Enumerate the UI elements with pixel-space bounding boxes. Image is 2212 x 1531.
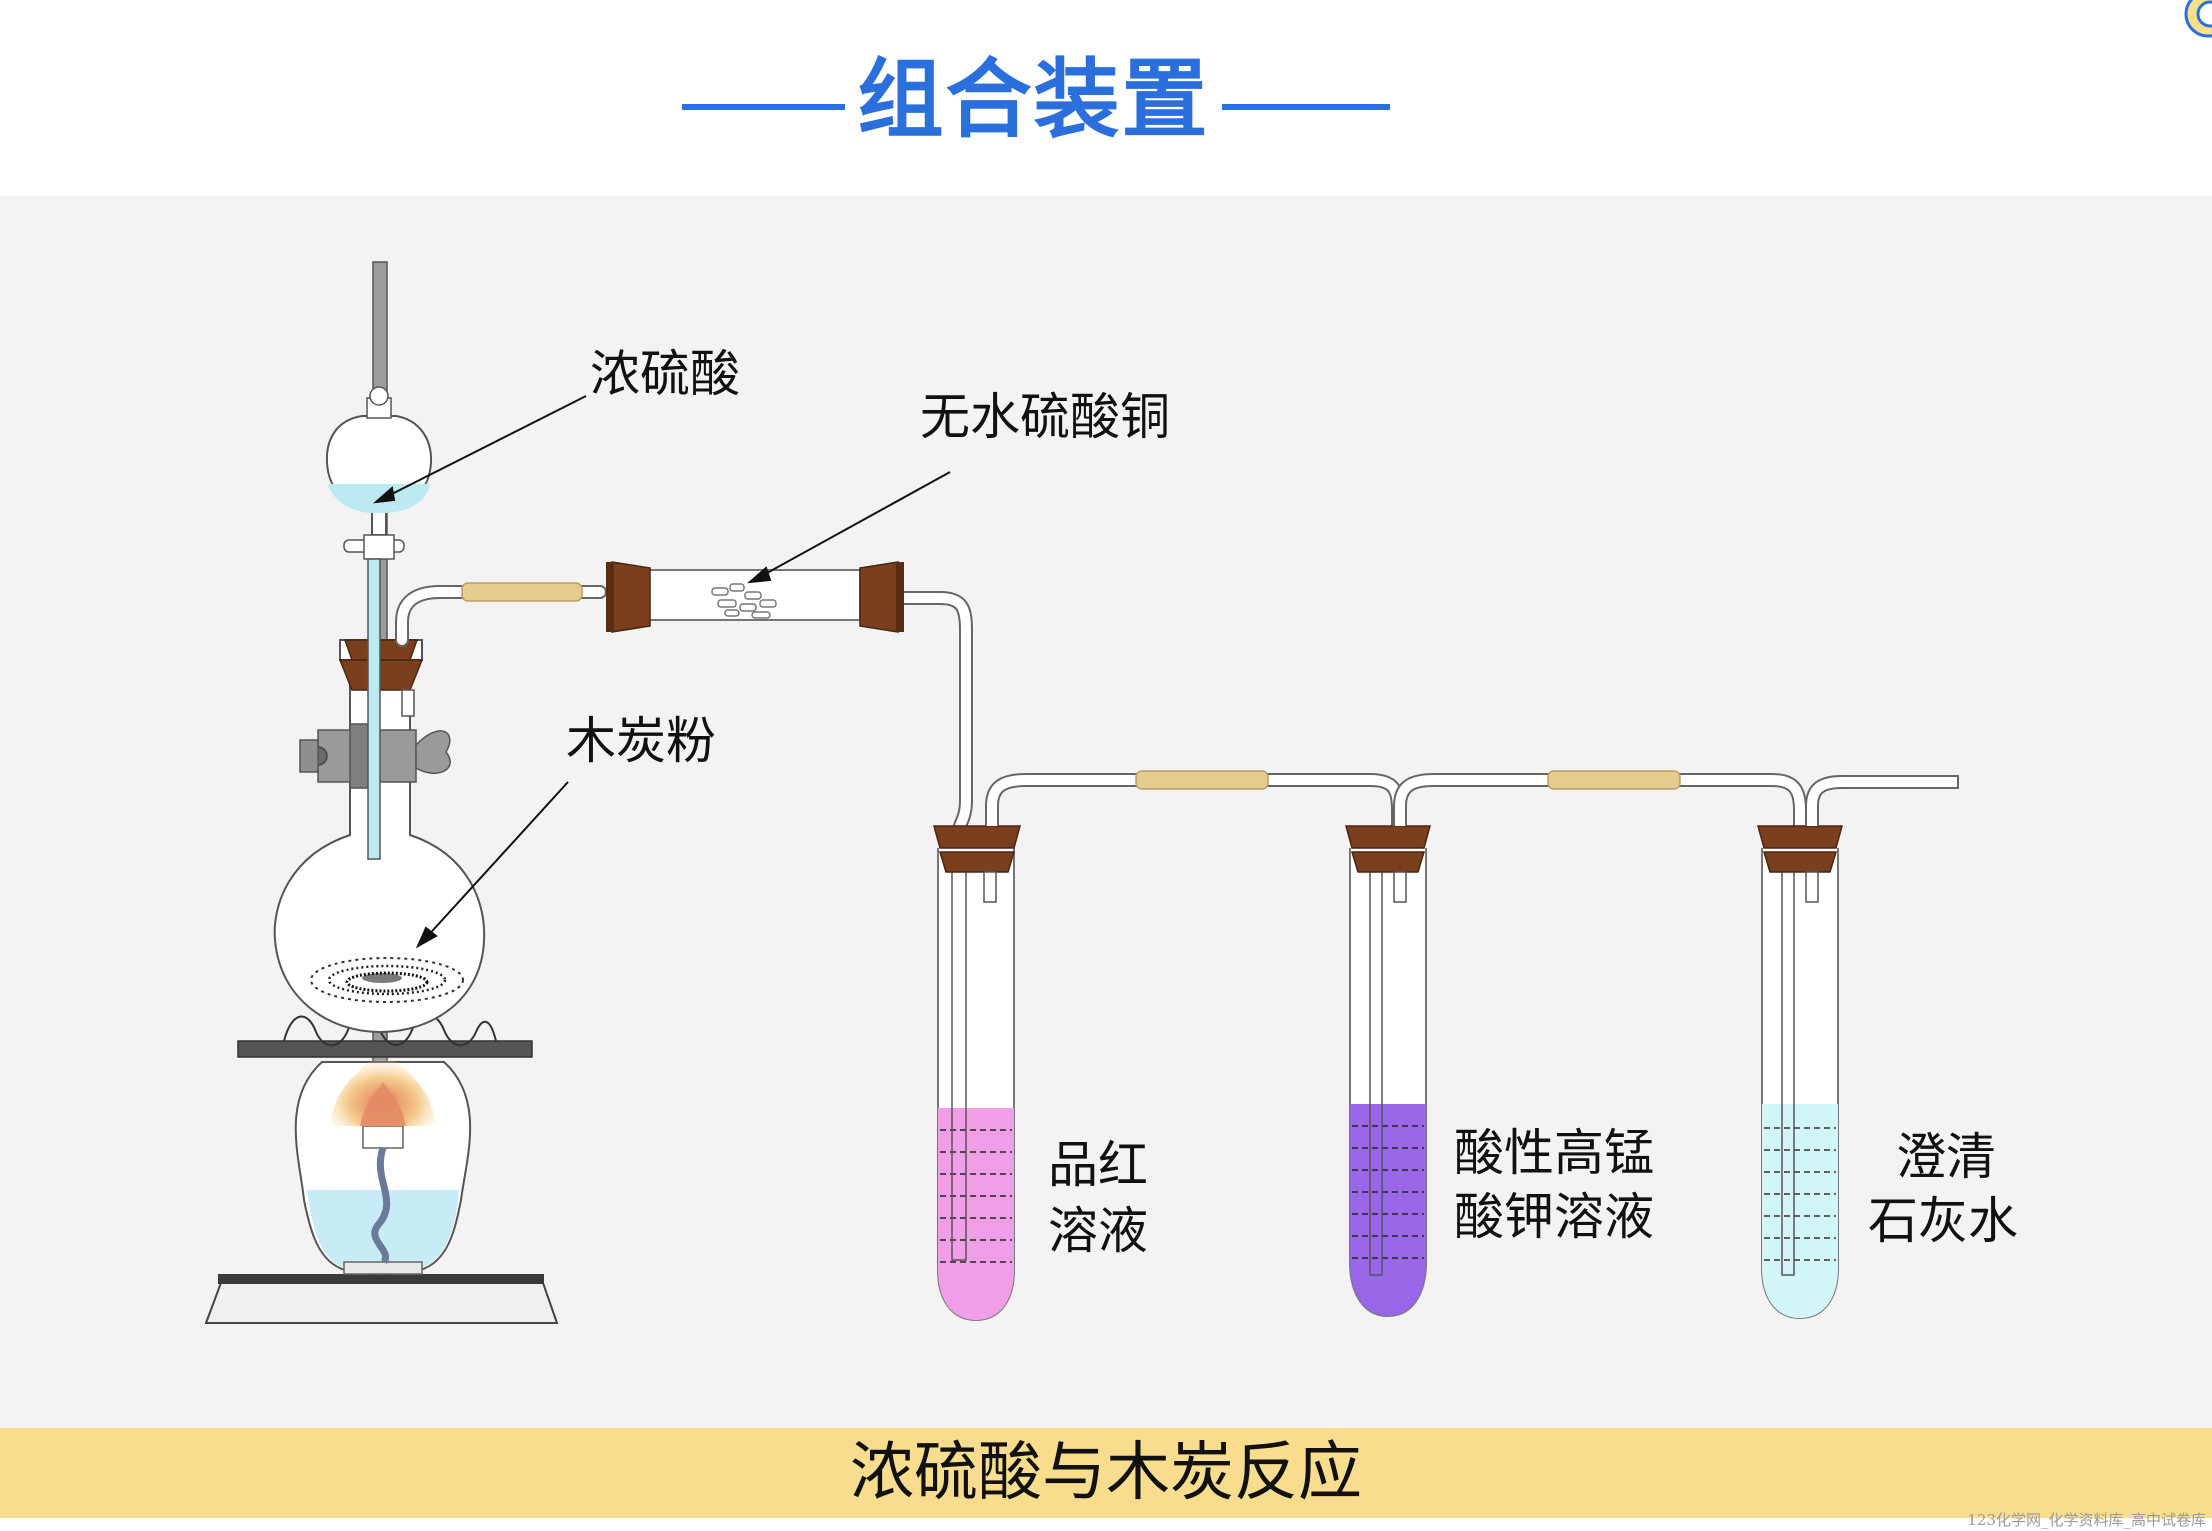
corner-badge-icon	[2172, 0, 2212, 48]
test-tube-magenta	[933, 825, 1021, 1322]
label-bottle2-line2: 酸钾溶液	[1454, 1188, 1654, 1246]
label-conc-sulfuric-acid: 浓硫酸	[590, 345, 740, 403]
label-anhydrous-cuso4: 无水硫酸铜	[920, 388, 1170, 446]
connecting-tube-1	[985, 770, 1405, 826]
charcoal-powder	[310, 957, 464, 1003]
footer-band: 浓硫酸与木炭反应	[0, 1428, 2212, 1518]
title-rule-left	[682, 104, 845, 110]
delivery-tube-1	[395, 582, 607, 647]
label-bottle1-line1: 品红	[1048, 1136, 1148, 1194]
label-bottle2-line1: 酸性高锰	[1454, 1124, 1654, 1182]
footer-caption: 浓硫酸与木炭反应	[850, 1436, 1362, 1510]
header: 组合装置	[0, 0, 2212, 196]
label-charcoal-powder: 木炭粉	[566, 712, 716, 770]
test-tube-limewater	[1757, 775, 1959, 1320]
delivery-tube-2	[904, 591, 973, 1240]
watermark: 123化学网_化学资料库_高中试卷库	[1967, 1511, 2206, 1529]
test-tube-permanganate	[1345, 825, 1431, 1318]
drying-tube	[606, 561, 904, 633]
diagram-stage: 浓硫酸 无水硫酸铜 木炭粉 品红 溶液 酸性高锰 酸钾溶液 澄清 石灰水	[0, 196, 2212, 1428]
pointer-arrows	[372, 395, 951, 949]
alcohol-lamp	[294, 1050, 472, 1275]
apparatus-diagram	[204, 261, 1959, 1324]
label-bottle3-line1: 澄清	[1896, 1128, 1996, 1186]
page-title: 组合装置	[857, 50, 1210, 150]
label-bottle1-line2: 溶液	[1048, 1202, 1148, 1260]
separatory-funnel	[325, 386, 433, 860]
anhydrous-cuso4-crystals	[711, 583, 777, 619]
label-bottle3-line2: 石灰水	[1868, 1192, 2018, 1250]
title-rule-right	[1222, 104, 1390, 110]
connecting-tube-2	[1393, 770, 1807, 826]
wire-gauze	[237, 1014, 533, 1058]
